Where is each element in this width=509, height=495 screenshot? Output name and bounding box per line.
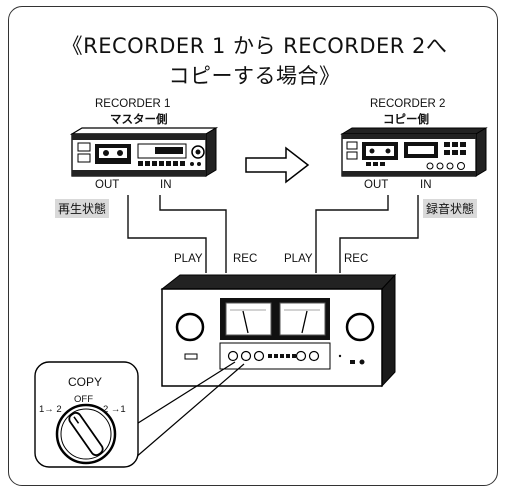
recorder1-device <box>69 127 219 177</box>
copy-selector-title: COPY <box>68 375 103 389</box>
diagram-title-line2: コピーする場合》 <box>168 64 341 88</box>
amp-rec-left-label: REC <box>233 253 258 265</box>
copy-direction-arrow <box>245 146 310 184</box>
amp-play-right-label: PLAY <box>284 253 313 265</box>
recorder1-in-label: IN <box>160 179 172 191</box>
recorder2-device <box>340 127 488 177</box>
recorder1-out-label: OUT <box>95 179 120 191</box>
copy-selector-off-label: OFF <box>74 394 93 405</box>
amp-rec-right-label: REC <box>344 253 369 265</box>
recorder1-state-badge: 再生状態 <box>55 199 110 218</box>
copy-selector-callout <box>34 361 245 468</box>
recorder2-name: RECORDER 2 <box>370 98 446 110</box>
diagram-title-line1: 《RECORDER 1 から RECORDER 2へ <box>61 34 448 58</box>
recorder2-role: コピー側 <box>383 112 429 126</box>
recorder2-state-badge: 録音状態 <box>423 199 478 218</box>
recorder2-out-label: OUT <box>364 179 389 191</box>
amplifier-device <box>160 273 397 388</box>
connection-cables <box>127 195 419 273</box>
recorder1-role: マスター側 <box>110 112 168 126</box>
recorder2-in-label: IN <box>420 179 432 191</box>
recorder1-name: RECORDER 1 <box>95 98 171 110</box>
copy-selector-1to2-label: 1→ 2 <box>39 404 62 415</box>
diagram-frame <box>8 6 498 486</box>
amp-play-left-label: PLAY <box>174 253 203 265</box>
copy-selector-2to1-label: 2 →1 <box>103 404 126 415</box>
